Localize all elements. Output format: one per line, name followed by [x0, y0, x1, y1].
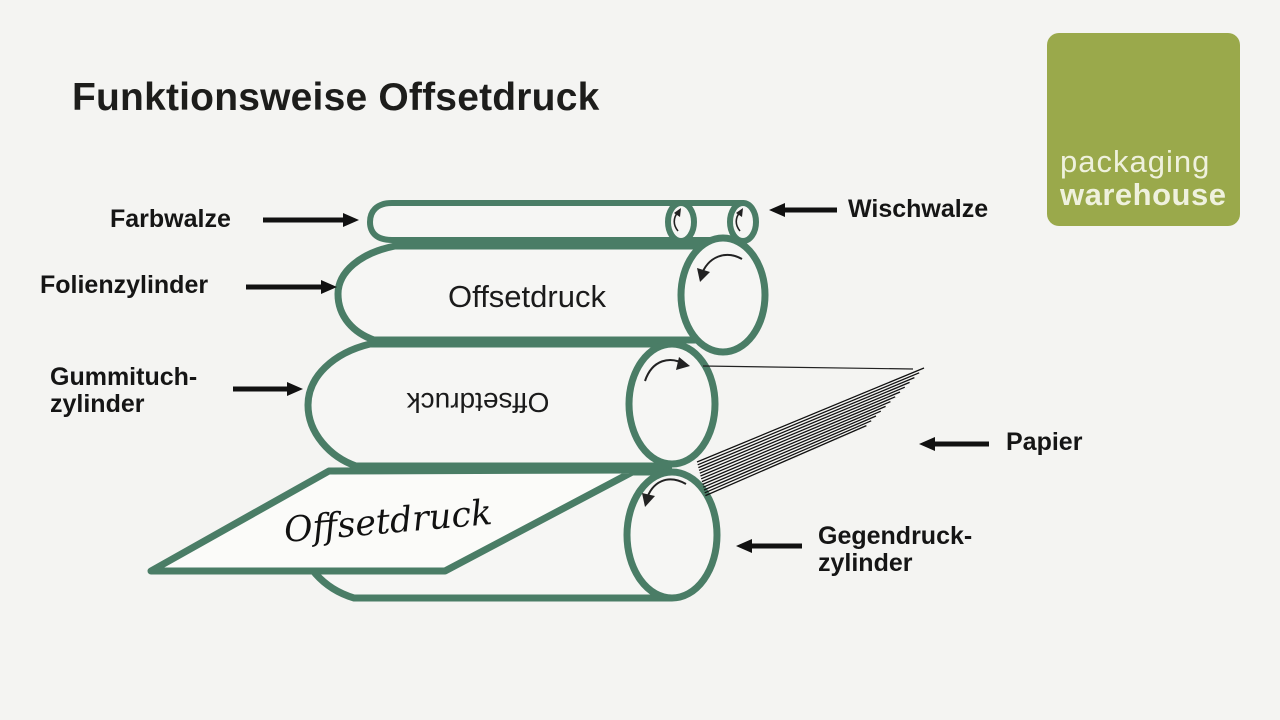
paper-line: [698, 377, 915, 469]
label-arrows: [233, 203, 989, 553]
rotation-arrowhead: [642, 493, 655, 507]
page-title: Funktionsweise Offsetdruck: [72, 76, 600, 119]
logo-line-1: packaging: [1060, 144, 1211, 179]
paper-fan: [696, 365, 925, 497]
gummituchzylinder-cylinder: [304, 340, 719, 470]
label-folienzylinder: Folienzylinder: [40, 271, 209, 299]
paper-line: [703, 415, 877, 491]
logo-line-2: warehouse: [1060, 177, 1227, 212]
label-gummituchzylinder: Gummituch- zylinder: [50, 363, 198, 418]
paper-line: [702, 365, 914, 370]
wischwalze-end-ellipse: [727, 200, 759, 244]
gummituchzylinder-body: [304, 340, 672, 470]
folienzylinder-body: [334, 242, 723, 344]
paper-line: [700, 391, 901, 477]
farbwalze-cylinder: [366, 200, 759, 244]
paper-line: [696, 367, 925, 463]
gegendruckzylinder-arrow: [736, 539, 802, 553]
paper-line: [704, 420, 872, 494]
gummituchzylinder-arrow: [233, 382, 303, 396]
folienzylinder-rotation-arrow: [697, 254, 743, 282]
sheet-shape: [147, 466, 640, 575]
paper-line: [697, 372, 920, 466]
label-gegendruckzylinder: Gegendruck- zylinder: [818, 522, 973, 577]
folienzylinder-text: Offsetdruck: [448, 279, 606, 314]
paper-line: [702, 405, 886, 485]
paper-line: [705, 425, 867, 497]
packaging-warehouse-logo: packaging warehouse: [1047, 33, 1240, 226]
gummituchzylinder-end-ellipse: [625, 340, 719, 468]
gegendruckzylinder-rotation-arrow: [642, 478, 687, 507]
gummituchzylinder-text: Offsetdruck: [406, 387, 550, 418]
rotation-arrowhead: [674, 208, 681, 217]
farbwalze-rotation-arrows: [673, 208, 743, 232]
papier-arrow: [919, 437, 989, 451]
farbwalze-body: [366, 200, 744, 243]
folienzylinder-cylinder: [334, 234, 769, 356]
farbwalze-arrow: [263, 213, 359, 227]
farbwalze-end-ellipse: [665, 200, 697, 244]
rotation-arrowhead: [736, 208, 743, 217]
gummituchzylinder-rotation-arrow: [644, 357, 690, 382]
folienzylinder-end-ellipse: [677, 234, 769, 356]
paper-line: [701, 401, 891, 483]
paper-line: [700, 396, 896, 480]
folienzylinder-arrow: [246, 280, 337, 294]
label-farbwalze: Farbwalze: [110, 205, 231, 233]
label-wischwalze: Wischwalze: [848, 195, 989, 223]
paper-line: [699, 386, 906, 474]
rotation-arrowhead: [697, 268, 710, 282]
printed-sheet: Offsetdruck: [147, 466, 640, 575]
label-papier: Papier: [1006, 428, 1083, 456]
wischwalze-arrow: [769, 203, 837, 217]
paper-line: [703, 410, 882, 488]
paper-line: [698, 381, 910, 471]
rotation-arrowhead: [676, 357, 690, 370]
gegendruckzylinder-end-ellipse: [623, 468, 721, 602]
